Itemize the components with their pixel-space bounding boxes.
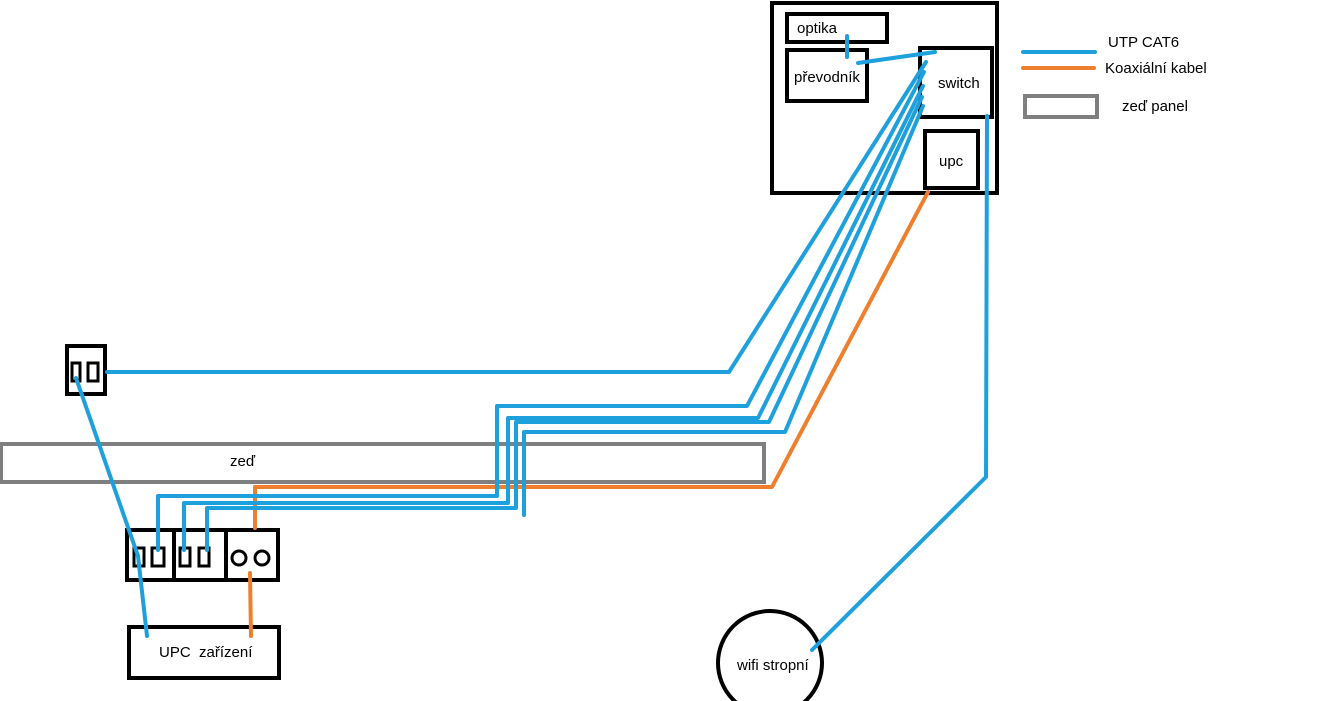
utp-upper-socket-to-lower-socket [74, 376, 140, 558]
switch-label: switch [938, 75, 980, 92]
upc-device-label: UPC zařízení [159, 644, 253, 661]
utp-switch-to-upper-socket [105, 60, 928, 374]
utp-switch-to-wall-run-3 [205, 95, 924, 552]
prevodnik-label: převodník [794, 69, 860, 86]
upper-socket-port-2 [86, 361, 100, 383]
upc-box [923, 129, 980, 190]
upc-device-box [127, 625, 281, 680]
switch-box [918, 46, 994, 119]
legend-coax-label: Koaxiální kabel [1105, 60, 1207, 77]
wall-panel [0, 442, 766, 484]
utp-switch-to-wifi [810, 114, 989, 652]
prevodnik-box [785, 48, 869, 103]
coax-cable-socket-to-device [248, 571, 253, 638]
wall-label: zeď [230, 453, 256, 470]
legend-utp-label: UTP CAT6 [1108, 34, 1179, 51]
utp-lower-socket-to-upc-device [136, 554, 149, 638]
utp-prevodnik-to-switch [856, 50, 937, 65]
legend-wall-swatch [1023, 94, 1099, 119]
upc-label: upc [939, 153, 964, 170]
coax-socket-2 [253, 549, 271, 567]
wifi-ap-circle [716, 609, 824, 701]
utp-switch-to-wall-run-1 [156, 70, 926, 552]
legend-wall-label: zeď panel [1122, 98, 1188, 115]
lower-socket-port-4 [197, 546, 211, 568]
utp-switch-to-wall-run-2 [182, 84, 925, 552]
optika-label: optika [797, 20, 838, 37]
utp-switch-to-wall-run-4 [522, 104, 925, 517]
optika-box [785, 12, 889, 44]
coax-socket-1 [230, 549, 248, 567]
wifi-ap-label: wifi stropní [736, 657, 810, 674]
